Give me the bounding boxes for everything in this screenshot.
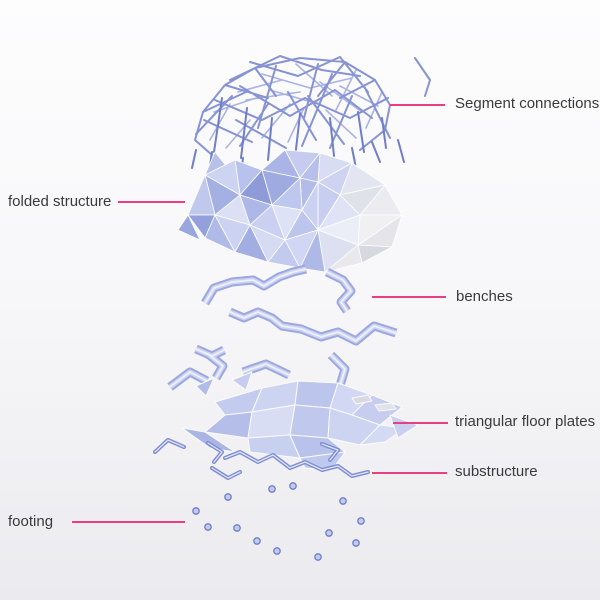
label-benches: benches <box>456 288 513 305</box>
leader-line-folded-structure <box>118 201 185 203</box>
label-floor-plates: triangular floor plates <box>455 413 596 430</box>
leader-line-substructure <box>372 472 447 474</box>
leader-line-segment-connections <box>390 104 445 106</box>
label-folded-structure: folded structure <box>8 193 112 210</box>
floor-plates-drawing <box>181 371 419 471</box>
substructure-drawing <box>153 438 370 480</box>
label-segment-connections: Segment connections <box>455 95 600 112</box>
segment-connections-drawing <box>191 55 431 185</box>
folded-structure-drawing <box>177 149 403 273</box>
leader-line-benches <box>372 296 446 298</box>
label-footing: footing <box>8 513 54 530</box>
label-substructure: substructure <box>455 463 538 480</box>
footing-drawing <box>192 482 365 561</box>
leader-line-floor-plates <box>393 422 448 424</box>
leader-line-footing <box>72 521 185 523</box>
benches-drawing <box>167 264 398 391</box>
